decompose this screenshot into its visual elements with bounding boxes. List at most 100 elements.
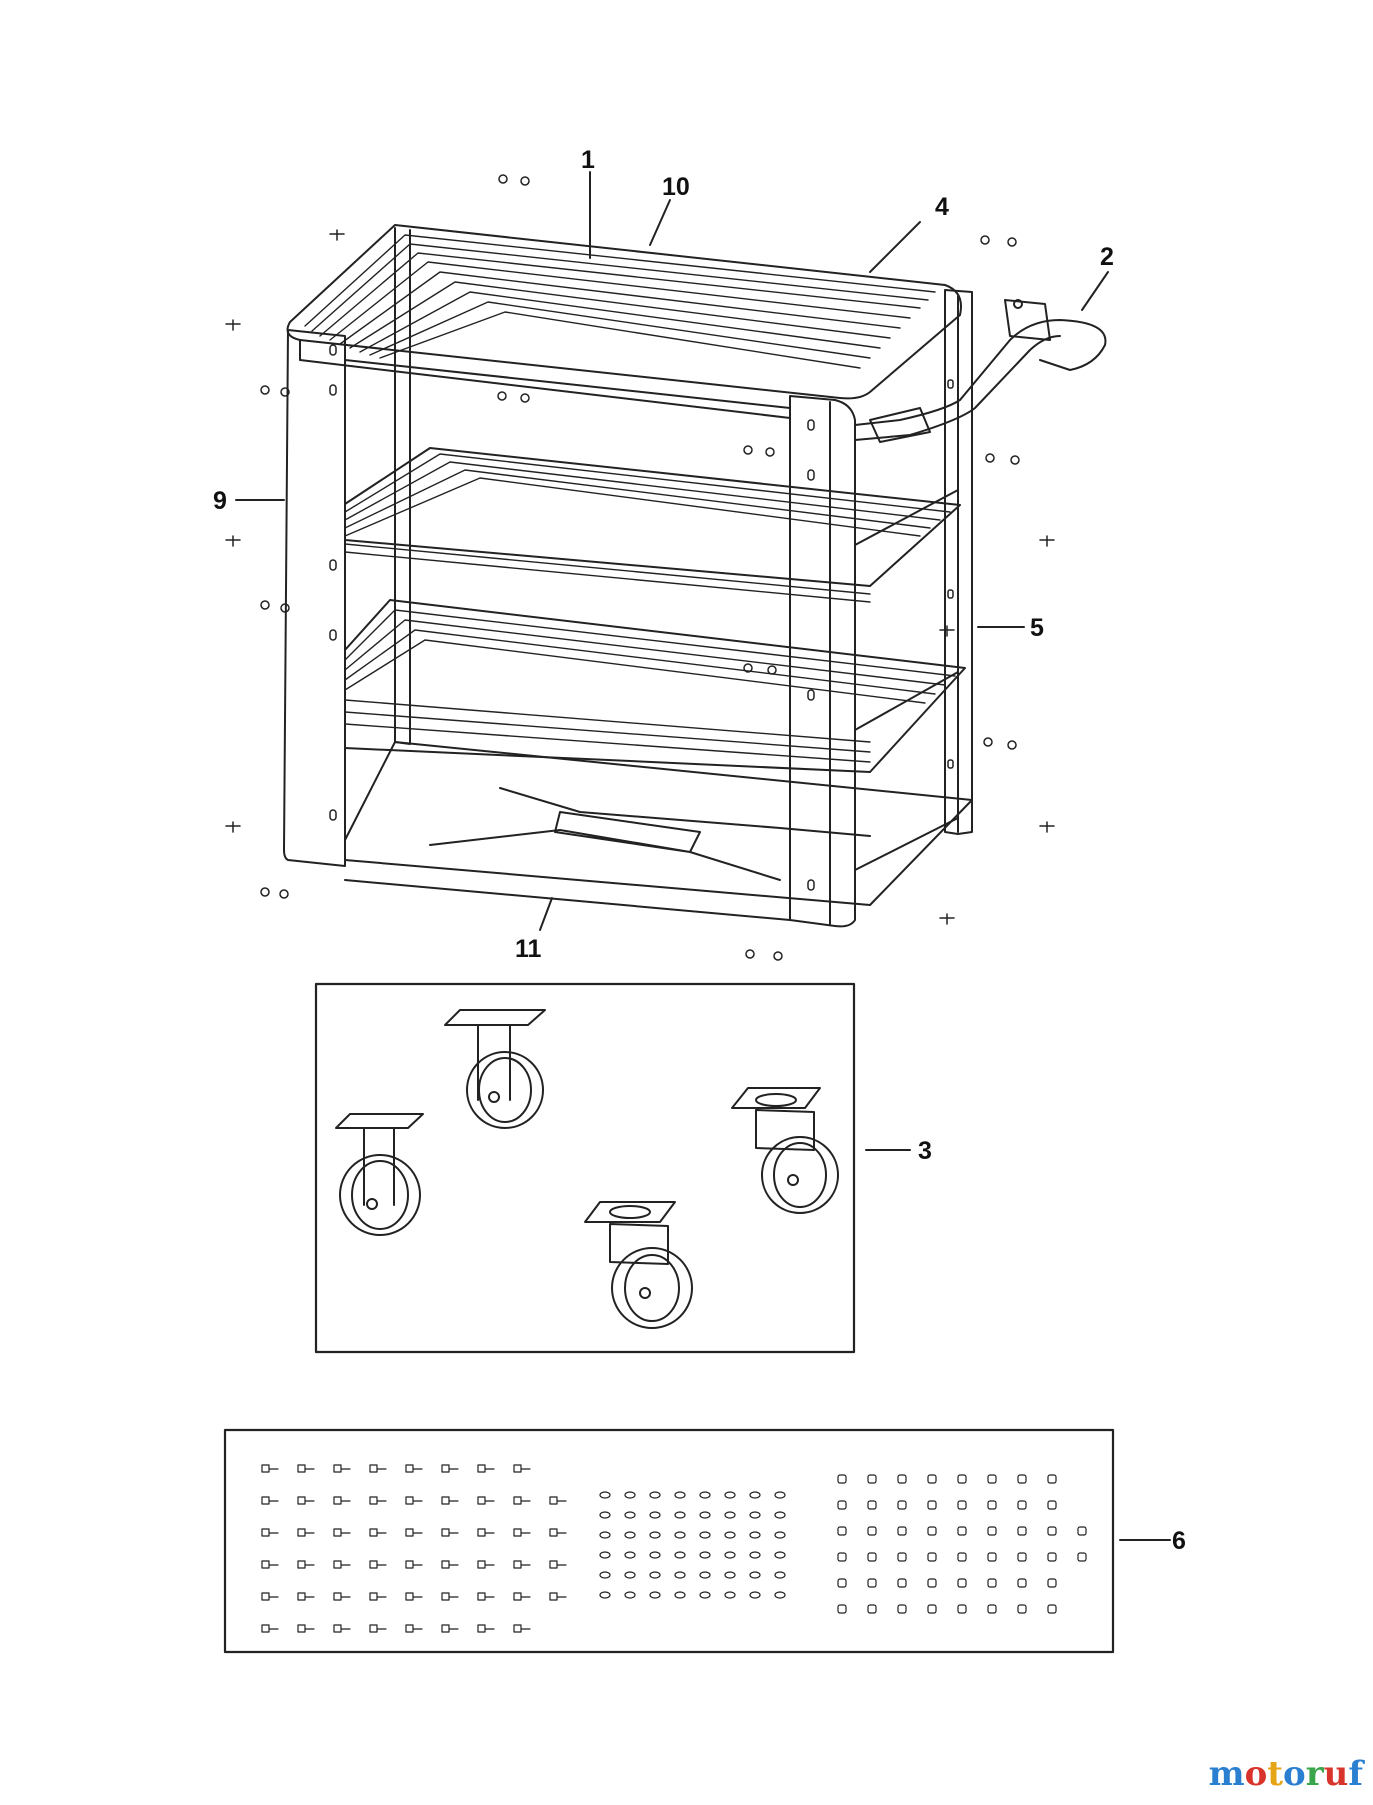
- hardware-fastener: [867, 1552, 877, 1562]
- hardware-fastener: [724, 1591, 736, 1599]
- callout-9: 9: [213, 487, 227, 515]
- hardware-fastener: [749, 1551, 761, 1559]
- hardware-fastener: [297, 1496, 306, 1505]
- hardware-fastener: [441, 1528, 450, 1537]
- hardware-fastener: [867, 1578, 877, 1588]
- hardware-fasteners-grid: [261, 1464, 1087, 1633]
- hardware-fastener: [369, 1592, 378, 1601]
- hardware-fastener: [441, 1496, 450, 1505]
- hardware-fastener: [699, 1591, 711, 1599]
- front-left-upright: [283, 329, 346, 867]
- hardware-fastener: [513, 1496, 522, 1505]
- hardware-fastener: [724, 1491, 736, 1499]
- hardware-fastener: [599, 1531, 611, 1539]
- hardware-fastener: [297, 1464, 306, 1473]
- brand-watermark: motoruf: [1209, 1754, 1363, 1794]
- hardware-fastener: [369, 1560, 378, 1569]
- hardware-fastener: [477, 1496, 486, 1505]
- hardware-fastener: [837, 1474, 847, 1484]
- hardware-fastener: [987, 1500, 997, 1510]
- hardware-fastener: [837, 1604, 847, 1614]
- hardware-fastener: [599, 1551, 611, 1559]
- hardware-fastener: [674, 1491, 686, 1499]
- hardware-fastener: [774, 1531, 786, 1539]
- lower-shelf-ribs: [344, 609, 956, 763]
- caster-kit-box: [314, 982, 856, 1354]
- casters: [335, 1009, 839, 1329]
- hardware-fastener: [1047, 1526, 1057, 1536]
- hardware-fastener: [333, 1624, 342, 1633]
- hardware-fastener: [405, 1464, 414, 1473]
- hardware-fastener: [441, 1592, 450, 1601]
- hardware-fastener: [724, 1571, 736, 1579]
- hardware-fastener: [549, 1528, 558, 1537]
- hardware-kit-box: [223, 1428, 1115, 1654]
- hardware-fastener: [1047, 1604, 1057, 1614]
- callout-10: 10: [662, 173, 690, 201]
- hardware-fastener: [957, 1552, 967, 1562]
- hardware-fastener: [957, 1500, 967, 1510]
- hardware-fastener: [957, 1604, 967, 1614]
- top-shelf-ribs: [304, 234, 936, 369]
- hardware-fastener: [1077, 1526, 1087, 1536]
- rear-right-upright: [944, 289, 973, 835]
- base-tray: [344, 741, 973, 906]
- hardware-fastener: [1017, 1526, 1027, 1536]
- hardware-fastener: [749, 1531, 761, 1539]
- hardware-fastener: [927, 1552, 937, 1562]
- hardware-fastener: [649, 1591, 661, 1599]
- hardware-fastener: [957, 1474, 967, 1484]
- front-right-upright: [789, 395, 856, 928]
- hardware-fastener: [987, 1526, 997, 1536]
- hardware-fastener: [749, 1571, 761, 1579]
- hardware-fastener: [749, 1591, 761, 1599]
- hardware-fastener: [897, 1474, 907, 1484]
- hardware-fastener: [1017, 1604, 1027, 1614]
- hardware-fastener: [774, 1511, 786, 1519]
- hardware-fastener: [261, 1528, 270, 1537]
- hardware-fastener: [837, 1578, 847, 1588]
- hardware-fastener: [867, 1500, 877, 1510]
- hardware-fastener: [1017, 1474, 1027, 1484]
- hardware-fastener: [1047, 1500, 1057, 1510]
- hardware-fastener: [261, 1464, 270, 1473]
- hardware-fastener: [477, 1592, 486, 1601]
- push-handle: [854, 299, 1107, 443]
- hardware-fastener: [261, 1496, 270, 1505]
- hardware-fastener: [333, 1560, 342, 1569]
- hardware-fastener: [441, 1560, 450, 1569]
- hardware-fastener: [513, 1624, 522, 1633]
- hardware-fastener: [624, 1511, 636, 1519]
- hardware-fastener: [649, 1531, 661, 1539]
- hardware-fastener: [699, 1531, 711, 1539]
- callout-3: 3: [918, 1137, 932, 1165]
- leader-lines: [235, 171, 1171, 1541]
- hardware-fastener: [987, 1578, 997, 1588]
- hardware-fastener: [699, 1551, 711, 1559]
- top-shelf-front-lip: [299, 339, 791, 419]
- upright-holes: [329, 344, 954, 891]
- hardware-fastener: [624, 1571, 636, 1579]
- hardware-fastener: [867, 1526, 877, 1536]
- hardware-fastener: [837, 1526, 847, 1536]
- hardware-fastener: [724, 1551, 736, 1559]
- hardware-fastener: [649, 1491, 661, 1499]
- hardware-fastener: [897, 1500, 907, 1510]
- hardware-fastener: [477, 1528, 486, 1537]
- callout-labels: 1 10 4 2 9 5 11 3 6: [213, 146, 1186, 1555]
- hardware-fastener: [1017, 1578, 1027, 1588]
- hardware-fastener: [599, 1491, 611, 1499]
- hardware-fastener: [1047, 1474, 1057, 1484]
- hardware-fastener: [297, 1592, 306, 1601]
- hardware-fastener: [674, 1571, 686, 1579]
- hardware-fastener: [549, 1592, 558, 1601]
- loose-fasteners: [225, 174, 1055, 961]
- hardware-fastener: [724, 1531, 736, 1539]
- hardware-fastener: [513, 1528, 522, 1537]
- hardware-fastener: [599, 1511, 611, 1519]
- hardware-fastener: [897, 1552, 907, 1562]
- hardware-fastener: [624, 1491, 636, 1499]
- hardware-fastener: [837, 1552, 847, 1562]
- callout-2: 2: [1100, 243, 1114, 271]
